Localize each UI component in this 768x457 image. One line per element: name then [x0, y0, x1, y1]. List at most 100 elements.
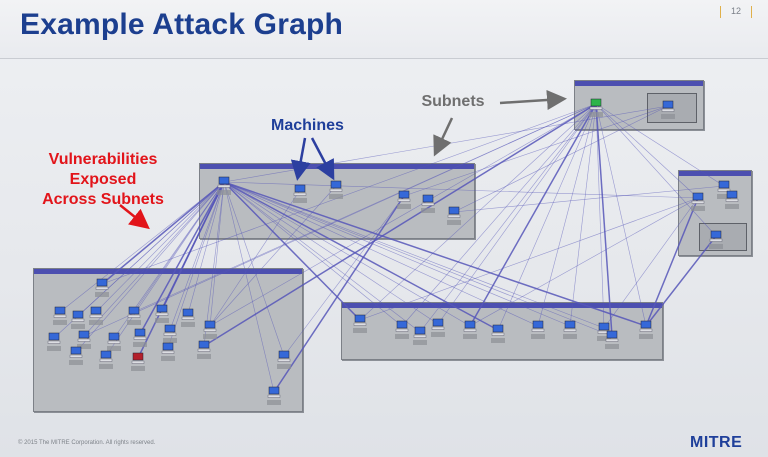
slide-title: Example Attack Graph [20, 8, 343, 41]
graph-edge [497, 103, 597, 331]
graph-edge [167, 181, 225, 349]
computer-icon [155, 304, 169, 323]
graph-edge [83, 181, 225, 337]
computer-icon [639, 320, 653, 339]
graph-edge [203, 103, 597, 347]
computer-icon [447, 206, 461, 225]
graph-edge [223, 181, 539, 327]
computer-icon [163, 324, 177, 343]
computer-icon [463, 320, 477, 339]
graph-edge [437, 103, 597, 325]
graph-edge [645, 235, 717, 327]
subnet-panel-titlebar [679, 171, 751, 176]
computer-icon [197, 340, 211, 359]
machines-callout: Machines [271, 117, 344, 134]
graph-edge [137, 181, 225, 359]
title-divider [0, 58, 768, 59]
graph-edge [223, 181, 647, 327]
computer-icon [293, 184, 307, 203]
computer-icon [329, 180, 343, 199]
graph-nodes [47, 98, 739, 405]
computer-icon [397, 190, 411, 209]
subnet-panel-titlebar [575, 81, 703, 86]
graph-edge [603, 197, 699, 329]
graph-edge [187, 181, 225, 315]
computer-icon [267, 386, 281, 405]
subnet-panel-titlebar [200, 164, 474, 169]
graph-edge [595, 103, 605, 329]
computer-icon [161, 342, 175, 361]
graph-edge [645, 197, 699, 327]
computer-icon [691, 192, 705, 211]
graph-edge [59, 181, 225, 313]
graph-edges [53, 103, 725, 393]
subnet-panel-titlebar [342, 303, 662, 308]
graph-edge [223, 181, 285, 357]
graph-edge [223, 181, 605, 329]
computer-icon [353, 314, 367, 333]
computer-icon [203, 320, 217, 339]
graph-edge [403, 105, 669, 197]
graph-edge [569, 103, 597, 327]
graph-edge [469, 103, 597, 327]
subnet-panel-titlebar [34, 269, 302, 274]
copyright-footer: © 2015 The MITRE Corporation. All rights… [18, 440, 156, 446]
graph-edge [105, 181, 225, 357]
graph-edge [209, 103, 597, 327]
computer-icon [491, 324, 505, 343]
subnets-arrow-down [433, 117, 454, 157]
computer-icon [589, 98, 603, 117]
callout-line: Exposed [69, 171, 137, 188]
graph-edge [419, 103, 597, 333]
computer-icon [133, 328, 147, 347]
computer-icon [725, 190, 739, 209]
vulnerabilities-callout: Vulnerabilities Exposed Across Subnets [15, 150, 191, 210]
machines-arrow-right [310, 137, 335, 181]
callout-line: Across Subnets [42, 191, 164, 208]
computer-icon [605, 330, 619, 349]
graph-edge [83, 103, 597, 337]
graph-edge [223, 181, 699, 199]
computer-icon [95, 278, 109, 297]
computer-icon [107, 332, 121, 351]
computer-icon [277, 350, 291, 369]
graph-edge [359, 103, 597, 321]
mitre-logo: MITRE [690, 434, 743, 451]
callout-line: Vulnerabilities [48, 151, 158, 168]
computer-icon [217, 176, 231, 195]
graph-edge [223, 181, 421, 333]
graph-edge [273, 195, 405, 393]
computer-icon [717, 180, 731, 199]
computer-icon [661, 100, 675, 119]
graph-edge [595, 103, 613, 337]
computer-icon [413, 326, 427, 345]
graph-edge [595, 103, 647, 327]
computer-icon [181, 308, 195, 327]
graph-edge [537, 103, 597, 327]
computer-icon [71, 310, 85, 329]
graph-edge [209, 189, 301, 327]
graph-edge [223, 181, 439, 325]
graph-edge [223, 181, 361, 321]
graph-edge [595, 103, 699, 199]
subnets-arrow-right [499, 89, 567, 110]
graph-edge [223, 181, 613, 337]
computer-icon [127, 306, 141, 325]
graph-edge [139, 181, 225, 335]
computer-icon [99, 350, 113, 369]
computer-icon [47, 332, 61, 351]
graph-edge [453, 185, 725, 213]
computer-icon [431, 318, 445, 337]
graph-edge [209, 185, 337, 327]
graph-edge [359, 197, 699, 321]
graph-edge [401, 103, 597, 327]
graph-edge [95, 181, 225, 313]
graph-edge [223, 181, 275, 393]
graph-edge [283, 195, 405, 357]
graph-edge [223, 181, 499, 331]
graph-edge [469, 197, 699, 327]
computer-icon [563, 320, 577, 339]
graph-edge [101, 103, 597, 285]
page-number: 12 [720, 6, 752, 18]
